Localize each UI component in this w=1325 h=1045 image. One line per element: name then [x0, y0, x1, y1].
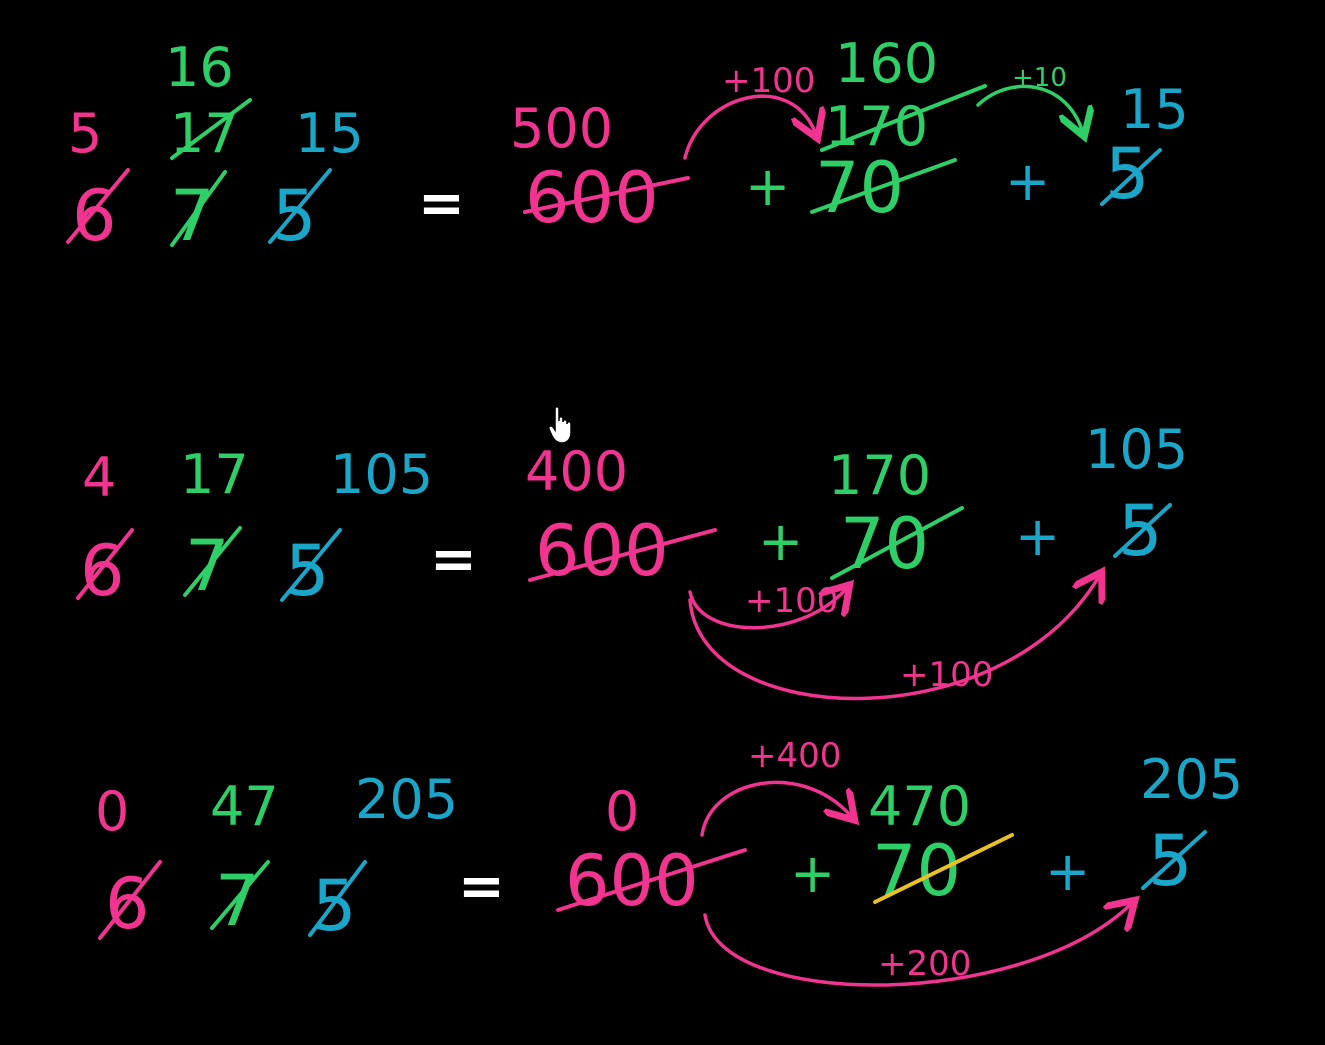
row3-plus-1: +	[790, 842, 835, 905]
row1-hundreds-strike	[66, 168, 130, 244]
row3-arrow-2	[703, 905, 1130, 987]
row1-arrow1-label: +100	[722, 61, 815, 101]
row3-term-tens-strike	[873, 833, 1014, 904]
row1-regroup-hundreds: 5	[68, 102, 102, 165]
row1-term-hundreds-strike	[523, 176, 690, 214]
row-1: 5 16 17 15 6 7 5 = 500 600 + 160 170 70 …	[66, 32, 1189, 257]
row1-ones-strike	[268, 168, 332, 244]
row2-new-ones: 105	[1085, 418, 1188, 481]
row1-term-ones-strike	[1100, 148, 1162, 206]
row3-term-hundreds-strike	[556, 848, 747, 912]
row3-arrow2-label: +200	[878, 944, 971, 984]
row1-new-hundreds: 500	[510, 97, 613, 160]
row1-new-tens-strike	[820, 84, 987, 152]
row3-regroup-hundreds: 0	[95, 780, 129, 843]
row-3: 0 47 205 6 7 5 = 0 600 + 470 70 + 205 5 …	[95, 736, 1243, 987]
row3-plus-2: +	[1045, 840, 1090, 903]
row2-term-hundreds: 600	[535, 510, 669, 592]
row2-term-tens-strike	[830, 506, 964, 580]
row3-arrow1-label: +400	[748, 736, 841, 776]
row3-tens-strike	[210, 860, 270, 930]
row2-term-tens: 70	[840, 503, 929, 585]
row2-new-hundreds: 400	[525, 440, 628, 503]
row1-tens-strike	[170, 170, 227, 247]
row2-ones-strike	[280, 528, 342, 602]
row2-arrow1-label: +100	[745, 581, 838, 621]
row2-equals: =	[430, 527, 477, 592]
row1-term-tens-strike	[810, 158, 957, 214]
row2-regroup-tens: 17	[180, 443, 249, 506]
row-2: 4 17 105 6 7 5 = 400 600 + 170 70 + 105 …	[76, 418, 1188, 701]
row3-new-ones: 205	[1140, 748, 1243, 811]
row1-term-tens: 70	[815, 147, 904, 229]
row3-ones-strike	[308, 860, 367, 937]
row2-regroup-ones: 105	[330, 443, 433, 506]
row3-hundreds-strike	[98, 860, 162, 940]
row2-arrow-2	[688, 578, 1098, 701]
row1-arrow-2	[976, 84, 1082, 130]
row1-arrow2-label: +10	[1012, 63, 1067, 93]
row2-plus-1: +	[758, 510, 803, 573]
row2-digit-hundreds: 6	[80, 530, 125, 612]
row3-term-ones-strike	[1141, 830, 1207, 890]
row3-arrow-1	[700, 780, 850, 837]
row2-arrow-1	[688, 590, 845, 630]
row3-regroup-tens: 47	[210, 775, 279, 838]
row3-term-tens: 70	[872, 830, 961, 912]
row1-arrow-1	[683, 94, 815, 160]
row2-term-hundreds-strike	[528, 528, 717, 582]
row1-new-tens-again: 160	[835, 32, 938, 95]
row3-new-tens: 470	[868, 775, 971, 838]
row2-new-tens: 170	[828, 444, 931, 507]
row3-new-hundreds: 0	[605, 780, 639, 843]
row1-term-ones: 5	[1105, 133, 1150, 215]
row1-regroup-tens-strike	[170, 98, 252, 160]
row2-term-ones-strike	[1113, 503, 1172, 558]
row2-arrow2-label: +100	[900, 655, 993, 695]
row1-plus-1: +	[745, 155, 790, 218]
row3-term-hundreds: 600	[565, 840, 699, 922]
row3-equals: =	[458, 854, 505, 919]
row1-equals: =	[418, 171, 465, 236]
row2-hundreds-strike	[76, 528, 134, 600]
row2-plus-2: +	[1015, 505, 1060, 568]
row2-tens-strike	[183, 526, 242, 597]
row3-regroup-ones: 205	[355, 768, 458, 831]
row1-digit-ones: 5	[272, 175, 317, 257]
row1-plus-2: +	[1005, 150, 1050, 213]
row2-regroup-hundreds: 4	[82, 446, 116, 509]
row1-regroup-tens-again: 16	[165, 36, 234, 99]
row1-digit-hundreds: 6	[72, 175, 117, 257]
row1-new-ones: 15	[1120, 78, 1189, 141]
row1-regroup-ones: 15	[295, 102, 364, 165]
